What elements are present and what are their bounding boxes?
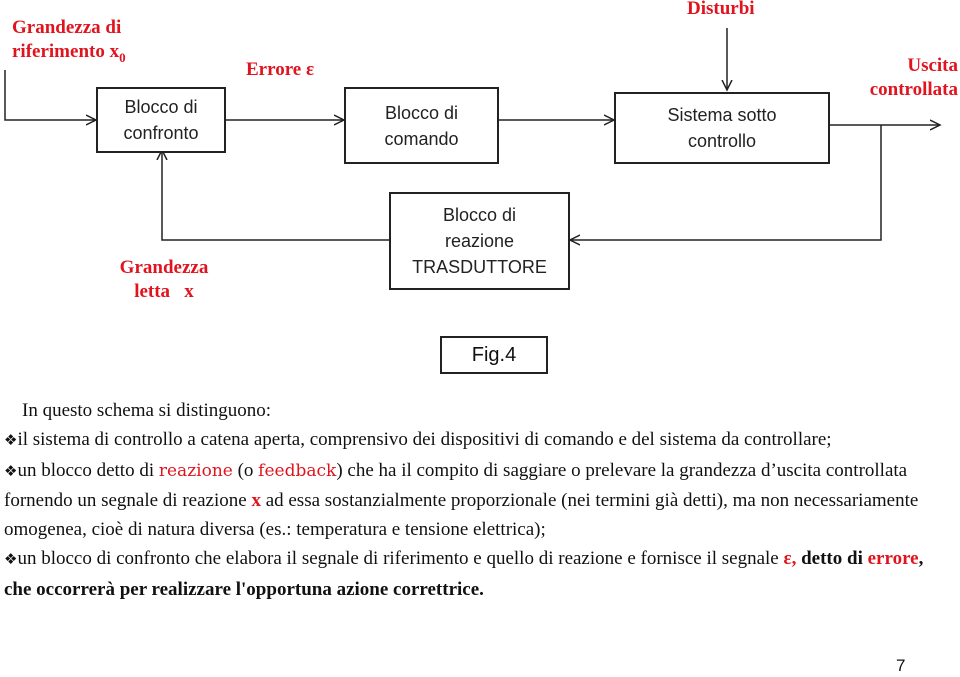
read-quantity-label: Grandezza letta x [119,257,209,302]
intro-line: In questo schema si distinguono: [22,400,272,421]
page-number: 7 [896,656,906,675]
diamond-bullet-icon: ❖ [4,461,18,480]
error-label: Errore ε [246,59,315,80]
reference-label: Grandezza di riferimento x0 [12,17,126,65]
feedback-tap-line [570,125,882,240]
list-item-2: ❖un blocco detto di reazione (o feedback… [4,459,919,541]
body-text: In questo schema si distinguono: ❖il sis… [4,396,954,604]
output-label: Uscita controllata [869,55,958,100]
list-item-1: ❖il sistema di controllo a catena aperta… [4,429,832,451]
diamond-bullet-icon: ❖ [4,431,18,450]
reference-input-arrow [4,70,96,120]
disturb-label: Disturbi [687,0,755,19]
feedback-return-arrow [162,150,389,241]
figure-caption: Fig.4 [440,336,548,374]
list-item-3: ❖un blocco di confronto che elabora il s… [4,548,924,600]
diamond-bullet-icon: ❖ [4,550,18,569]
